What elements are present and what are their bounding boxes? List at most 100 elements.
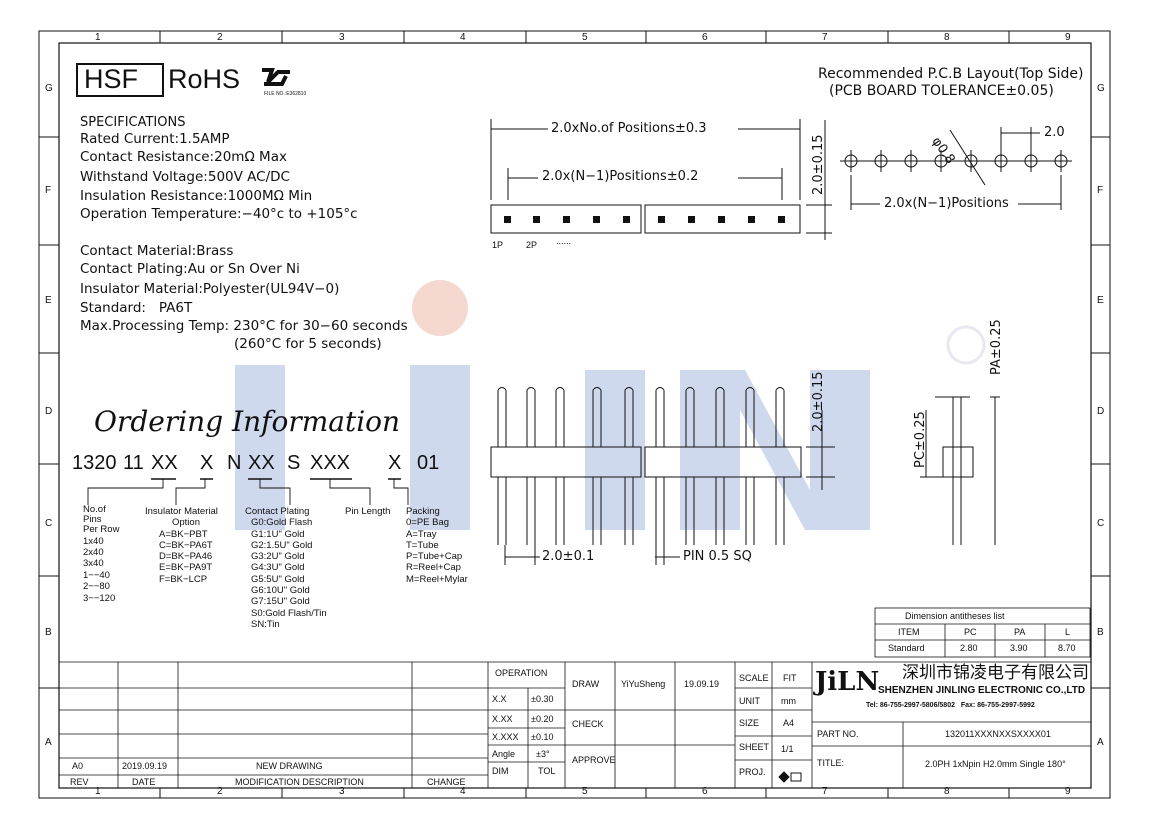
tb-size: SIZE xyxy=(739,718,760,728)
tb-title-label: TITLE: xyxy=(817,758,845,768)
grid-col-3: 3 xyxy=(339,32,345,43)
dim-table-cell: 8.70 xyxy=(1058,643,1076,653)
projection-symbol-icon xyxy=(778,771,802,783)
tb-draw: DRAW xyxy=(572,679,600,689)
grid-row-e: E xyxy=(45,295,52,306)
spec-line: Withstand Voltage:500V AC/DC xyxy=(80,169,290,185)
rev-header: CHANGE xyxy=(427,777,466,787)
pin-dots: ...... xyxy=(556,236,572,246)
rohs-mark: RoHS xyxy=(168,64,241,94)
tb-angle: Angle xyxy=(492,749,516,759)
tb-drawer: YiYuSheng xyxy=(621,679,666,689)
insulator-option: Option xyxy=(172,517,200,528)
pins-option: 2−−80 xyxy=(83,581,110,592)
material-line: Contact Material:Brass xyxy=(80,243,234,259)
plating-option: G7:15U" Gold xyxy=(251,596,310,607)
material-line: (260°C for 5 seconds) xyxy=(234,336,382,352)
tb-scale: SCALE xyxy=(739,673,769,683)
pins-option: No.of xyxy=(83,504,106,515)
grid-row-d-r: D xyxy=(1097,406,1105,417)
code-part: 11 xyxy=(123,452,144,474)
code-part: XXX xyxy=(310,452,351,474)
packing-option: M=Reel+Mylar xyxy=(406,574,468,585)
rev-cell: A0 xyxy=(72,761,84,771)
tb-date: 19.09.19 xyxy=(684,679,720,689)
insulator-option: A=BK−PBT xyxy=(159,529,208,540)
plating-option: S0:Gold Flash/Tin xyxy=(251,608,327,619)
grid-row-f-r: F xyxy=(1097,185,1104,196)
grid-row-c: C xyxy=(45,518,53,529)
tb-xxx: X.XX xyxy=(492,714,513,724)
tb-sheet-no: 1/1 xyxy=(781,744,794,754)
tb-xx-tol: ±0.30 xyxy=(531,694,554,704)
dim-table-header: L xyxy=(1065,627,1071,637)
pins-option: 2x40 xyxy=(83,547,104,558)
dim-pcb-pitch: 2.0 xyxy=(1044,125,1065,140)
company-logo: JiLN xyxy=(815,667,880,697)
dim-table-header: PC xyxy=(964,627,977,637)
spec-title: SPECIFICATIONS xyxy=(80,115,186,130)
company-contact: Tel: 86-755-2997-5806/5802 Fax: 86-755-2… xyxy=(866,702,1035,709)
dim-height-top: 2.0±0.15 xyxy=(811,134,826,195)
code-part: S xyxy=(287,452,301,474)
tb-proj: PROJ. xyxy=(739,767,766,777)
hsf-mark: HSF xyxy=(84,64,138,94)
dim-n1-positions: 2.0x(N−1)Positions±0.2 xyxy=(542,169,699,184)
grid-col-6: 6 xyxy=(702,32,708,43)
packing-option: Packing xyxy=(406,506,440,517)
plating-option: G4:3U" Gold xyxy=(251,562,305,573)
tb-a4: A4 xyxy=(783,718,795,728)
dim-pitch: 2.0±0.1 xyxy=(542,549,595,564)
dim-table-cell: Standard xyxy=(888,643,925,653)
pin-squares xyxy=(504,216,785,223)
code-part: N xyxy=(227,452,242,474)
grid-col-6b: 6 xyxy=(702,786,708,797)
grid-col-7b: 7 xyxy=(822,786,828,797)
tb-part-no: 132011XXXNXXSXXXX01 xyxy=(945,729,1051,739)
grid-col-1: 1 xyxy=(95,32,101,43)
rev-cell: 2019.09.19 xyxy=(122,761,168,771)
pins-option: Per Row xyxy=(83,524,120,535)
rev-header: REV xyxy=(70,777,89,787)
spec-line: Rated Current:1.5AMP xyxy=(80,131,230,147)
code-part: 01 xyxy=(417,452,440,474)
grid-col-7: 7 xyxy=(822,32,828,43)
grid-col-5: 5 xyxy=(582,32,588,43)
tb-unit: UNIT xyxy=(739,696,760,706)
plating-option: G3:2U" Gold xyxy=(251,551,305,562)
tb-part-no-label: PART NO. xyxy=(817,729,859,739)
plating-option: G5:5U" Gold xyxy=(251,574,305,585)
packing-option: R=Reel+Cap xyxy=(406,562,461,573)
grid-row-g-r: G xyxy=(1097,83,1105,94)
packing-option: T=Tube xyxy=(406,540,439,551)
code-part: XX xyxy=(151,452,178,474)
tb-xx: X.X xyxy=(492,694,507,704)
packing-option: 0=PE Bag xyxy=(406,517,450,528)
tb-xxxx: X.XXX xyxy=(492,732,519,742)
side-view-connector xyxy=(490,387,835,565)
pin1-label: 1P xyxy=(492,240,504,250)
grid-col-2: 2 xyxy=(217,32,223,43)
rev-header: MODIFICATION DESCRIPTION xyxy=(235,777,364,787)
tb-xxxx-tol: ±0.10 xyxy=(531,732,554,742)
code-part: XX xyxy=(248,452,275,474)
pins-option: 1x40 xyxy=(83,536,104,547)
packing-option: P=Tube+Cap xyxy=(406,551,463,562)
company-name-cn: 深圳市锦凌电子有限公司 xyxy=(902,663,1089,683)
tb-dim: DIM xyxy=(492,766,509,776)
dim-height-side: 2.0±0.15 xyxy=(811,371,826,432)
ul-file-no: FILE NO.:E362810 xyxy=(264,91,307,97)
pcb-layout-title: Recommended P.C.B Layout(Top Side) xyxy=(818,66,1084,82)
grid-col-4b: 4 xyxy=(460,786,466,797)
packing-option: A=Tray xyxy=(406,529,437,540)
pins-option: 1−−40 xyxy=(83,570,110,581)
plating-option: Contact Plating xyxy=(245,506,310,517)
pins-option: Pins xyxy=(83,514,102,525)
dim-pa: PA±0.25 xyxy=(989,319,1004,375)
pcb-tolerance: (PCB BOARD TOLERANCE±0.05) xyxy=(829,83,1054,99)
spec-line: Operation Temperature:−40°c to +105°c xyxy=(80,206,358,222)
grid-row-a: A xyxy=(45,737,52,748)
top-view-connector xyxy=(490,119,832,240)
title-block-grid xyxy=(59,661,1091,788)
